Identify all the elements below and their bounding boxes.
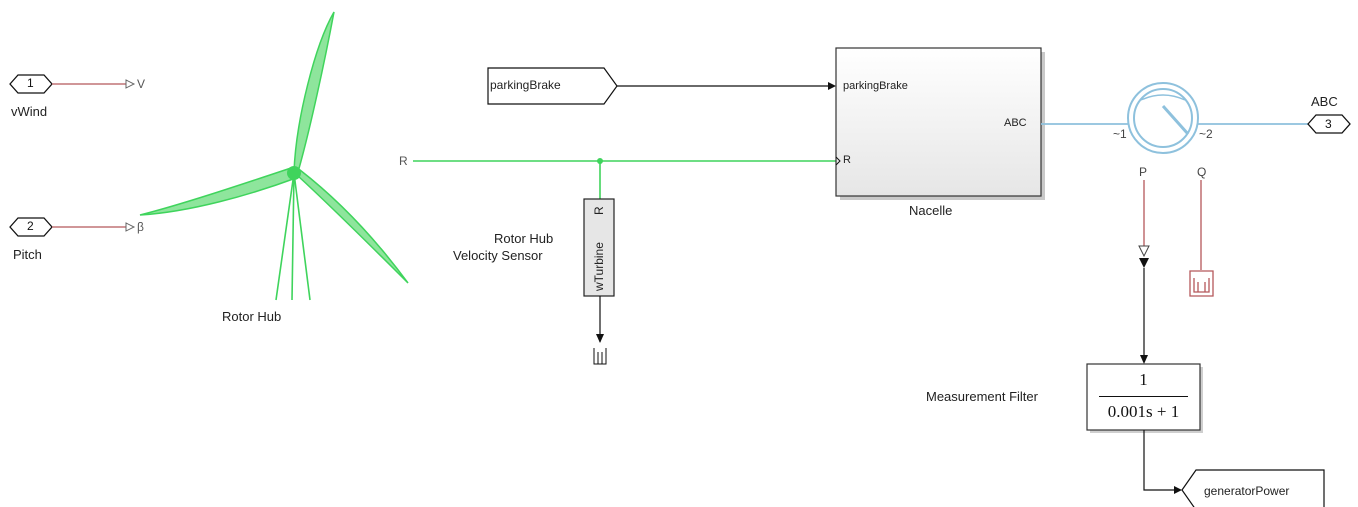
inport-1-number: 1: [27, 76, 34, 90]
nacelle-label: Nacelle: [909, 203, 953, 218]
filter-output-arrow: [1174, 486, 1182, 494]
wind-arrow: [125, 79, 136, 89]
nacelle-port-abc: ABC: [1004, 117, 1027, 129]
velocity-sensor-block[interactable]: [583, 198, 615, 297]
parking-brake-from-block[interactable]: [487, 67, 618, 105]
velocity-sensor-port-r: R: [592, 206, 606, 215]
rotor-hub-block[interactable]: [139, 11, 409, 301]
sensor-output-arrow: [596, 334, 604, 343]
meter-port-left: ~1: [1113, 127, 1127, 141]
inport-2-label: Pitch: [13, 247, 42, 262]
inport-1-signal: V: [137, 77, 146, 91]
outport-3[interactable]: [1307, 114, 1351, 134]
nacelle-port-r: R: [843, 154, 851, 166]
measurement-filter-label: Measurement Filter: [926, 389, 1038, 404]
velocity-sensor-label-1: Rotor Hub: [494, 231, 554, 246]
velocity-sensor-port-out: wTurbine: [592, 242, 606, 291]
outport-3-number: 3: [1325, 117, 1332, 131]
inport-2-number: 2: [27, 219, 34, 233]
filter-input-arrow: [1140, 355, 1148, 364]
sensor-terminator: [593, 348, 607, 365]
p-filled-arrow: [1139, 258, 1149, 268]
p-open-arrow: [1138, 245, 1150, 258]
filter-output-line: [1143, 430, 1176, 491]
rotor-connection-label: R: [399, 154, 408, 168]
measurement-filter-block[interactable]: [1086, 363, 1201, 431]
inport-1-label: vWind: [11, 104, 48, 119]
generator-power-goto-tag: generatorPower: [1204, 484, 1290, 498]
filter-denominator: 0.001s + 1: [1107, 402, 1180, 421]
nacelle-block[interactable]: [835, 47, 1042, 197]
inport-2-signal: β: [137, 220, 144, 234]
meter-port-p: P: [1139, 165, 1148, 179]
measurement-filter-transfer-function: 1 0.001s + 1: [1087, 364, 1200, 430]
parking-brake-arrow: [828, 82, 836, 90]
filter-fraction-bar: [1099, 396, 1188, 397]
pitch-arrow: [125, 222, 136, 232]
outport-3-label: ABC: [1311, 94, 1338, 109]
power-meter-block[interactable]: [1127, 82, 1199, 154]
meter-port-q: Q: [1197, 165, 1207, 179]
rotor-hub-label: Rotor Hub: [222, 309, 282, 324]
meter-port-right: ~2: [1199, 127, 1213, 141]
velocity-sensor-label-2: Velocity Sensor: [453, 248, 543, 263]
filter-numerator: 1: [1139, 370, 1148, 389]
nacelle-port-parking-brake: parkingBrake: [843, 80, 908, 92]
q-terminator: [1189, 270, 1214, 297]
parking-brake-from-tag: parkingBrake: [490, 78, 561, 92]
nacelle-r-port: [835, 156, 841, 166]
